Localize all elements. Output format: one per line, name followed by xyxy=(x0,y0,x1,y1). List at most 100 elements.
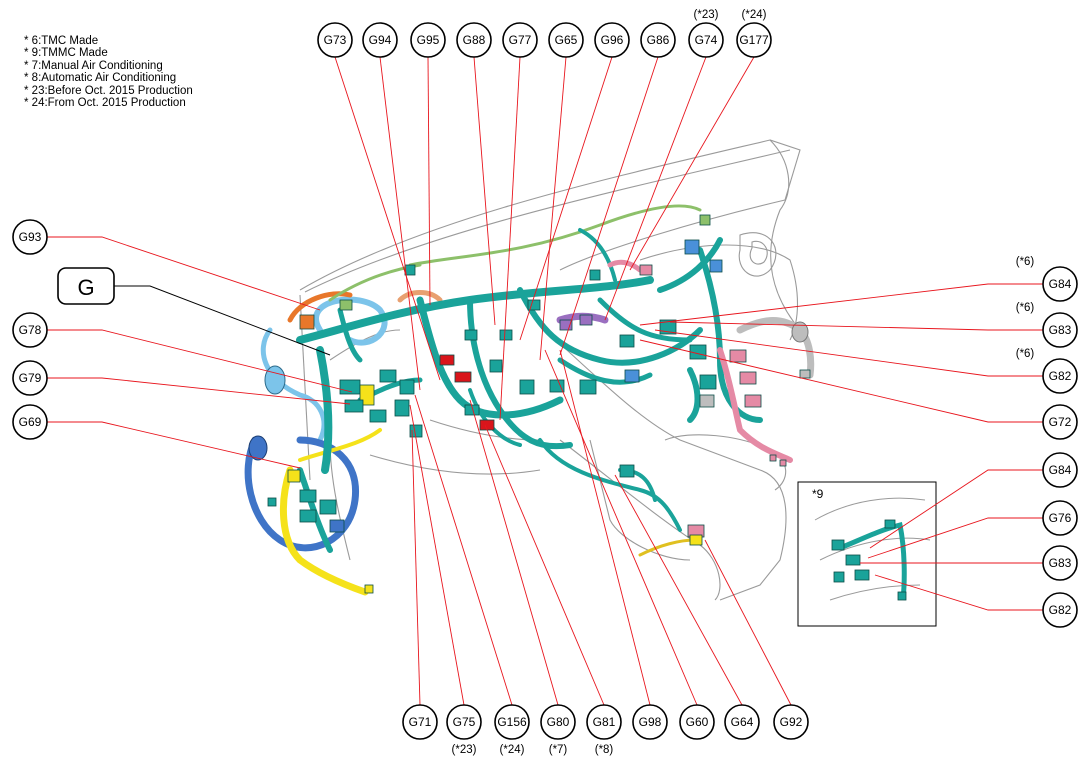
connector-id: G81 xyxy=(593,715,616,729)
connector-callout-g84: G84(*6) xyxy=(1016,256,1078,302)
connector-id: G83 xyxy=(1049,323,1072,337)
footnote: * 9:TMMC Made xyxy=(24,47,108,60)
callout-circle xyxy=(1042,452,1078,488)
callout-circle xyxy=(362,22,398,58)
connector-id: G83 xyxy=(1049,556,1072,570)
connector-id: G72 xyxy=(1049,415,1072,429)
connector-callout-g86: G86 xyxy=(640,22,676,58)
connector-id: G78 xyxy=(19,323,42,337)
leader-line xyxy=(559,349,651,706)
callout-circle xyxy=(548,22,584,58)
connector-callout-g75: G75 (*23) xyxy=(446,704,482,756)
leader-line xyxy=(559,56,659,356)
connector-id: G86 xyxy=(647,33,670,47)
callout-circle xyxy=(594,22,630,58)
leader-line xyxy=(639,283,1043,326)
connector-callout-g88: G88 xyxy=(456,22,492,58)
callout-circle xyxy=(494,704,530,740)
footnote: * 8:Automatic Air Conditioning xyxy=(24,72,177,85)
connector-callout-g84: G84 xyxy=(1042,452,1078,488)
connector-id: G60 xyxy=(686,715,709,729)
callout-circle xyxy=(586,704,622,740)
connector-id: G80 xyxy=(547,715,570,729)
connector-callout-g69: G69 xyxy=(12,404,48,440)
callout-circle xyxy=(1042,266,1078,302)
leader-line xyxy=(473,56,496,326)
connector-id: G69 xyxy=(19,415,42,429)
connector-callout-g95: G95 xyxy=(410,22,446,58)
connector-callout-g83: G83(*6) xyxy=(1016,302,1078,348)
callout-circle xyxy=(410,22,446,58)
connector-callout-g80: G80(*7) xyxy=(540,704,576,756)
callout-circle xyxy=(1042,592,1078,628)
connector-id: G75 xyxy=(453,715,476,729)
connector-callout-g98: G98 xyxy=(632,704,668,740)
connector-callout-g73: G73 xyxy=(317,22,353,58)
leader-line xyxy=(669,321,1043,331)
connector-id: G177 xyxy=(739,33,769,47)
leader-line xyxy=(469,399,559,706)
callout-circle xyxy=(1042,545,1078,581)
leader-line xyxy=(379,56,421,391)
callout-circle xyxy=(688,22,724,58)
leader-line xyxy=(544,349,698,706)
footnotes: * 6:TMC Made * 9:TMMC Made * 7:Manual Ai… xyxy=(24,35,193,109)
connector-callout-g177: G177(*24) xyxy=(736,9,772,58)
inset-view: *9 xyxy=(797,481,937,627)
connector-id: G98 xyxy=(639,715,662,729)
connector-id: G93 xyxy=(19,230,42,244)
callout-circle xyxy=(1042,358,1078,394)
callout-circle xyxy=(12,404,48,440)
leader-line xyxy=(604,56,707,321)
callout-circle xyxy=(402,704,438,740)
callout-circle xyxy=(540,704,576,740)
callout-circle xyxy=(724,704,760,740)
leader-line xyxy=(414,394,513,706)
leader-line xyxy=(47,236,321,311)
callout-circle xyxy=(1042,500,1078,536)
connector-id: G73 xyxy=(324,33,347,47)
footnote: * 6:TMC Made xyxy=(24,35,99,47)
connector-id: G64 xyxy=(731,715,754,729)
connector-id: G95 xyxy=(417,33,440,47)
inset-label: *9 xyxy=(812,487,824,501)
connector-note: (*8) xyxy=(595,744,614,756)
connector-note: (*23) xyxy=(694,9,719,21)
connector-id: G82 xyxy=(1049,603,1072,617)
callout-circle xyxy=(773,704,809,740)
leader-line xyxy=(427,56,431,306)
connector-id: G71 xyxy=(409,715,432,729)
group-label-box: G xyxy=(57,267,331,356)
connector-callout-g94: G94 xyxy=(362,22,398,58)
leader-line xyxy=(499,56,521,421)
callout-circle xyxy=(632,704,668,740)
leader-line xyxy=(614,474,743,706)
connector-callout-g79: G79 xyxy=(12,360,48,396)
connector-id: G84 xyxy=(1049,277,1072,291)
connector-callout-g74: G74(*23) xyxy=(688,9,724,58)
leader-line xyxy=(47,377,351,405)
callout-circle xyxy=(1042,312,1078,348)
callout-circle xyxy=(12,219,48,255)
leader-line xyxy=(704,539,792,706)
leader-line xyxy=(869,469,1043,549)
connector-callout-g82: G82(*6) xyxy=(1016,348,1078,394)
leader-lines xyxy=(47,56,1043,706)
wire-harness xyxy=(244,204,815,596)
connector-id: G77 xyxy=(509,33,532,47)
connector-id: G94 xyxy=(369,33,392,47)
connector-callout-g71: G71 xyxy=(402,704,438,740)
leader-line xyxy=(639,339,1043,423)
callout-circle xyxy=(640,22,676,58)
connector-callout-g77: G77 xyxy=(502,22,538,58)
connector-id: G156 xyxy=(497,715,527,729)
connector-callout-g72: G72 xyxy=(1042,404,1078,440)
connector-note: (*23) xyxy=(452,744,477,756)
leader-line xyxy=(47,329,353,393)
connector-callout-g78: G78 xyxy=(12,312,48,348)
callout-circle xyxy=(736,22,772,58)
leader-line xyxy=(409,404,465,706)
connector-id: G84 xyxy=(1049,463,1072,477)
